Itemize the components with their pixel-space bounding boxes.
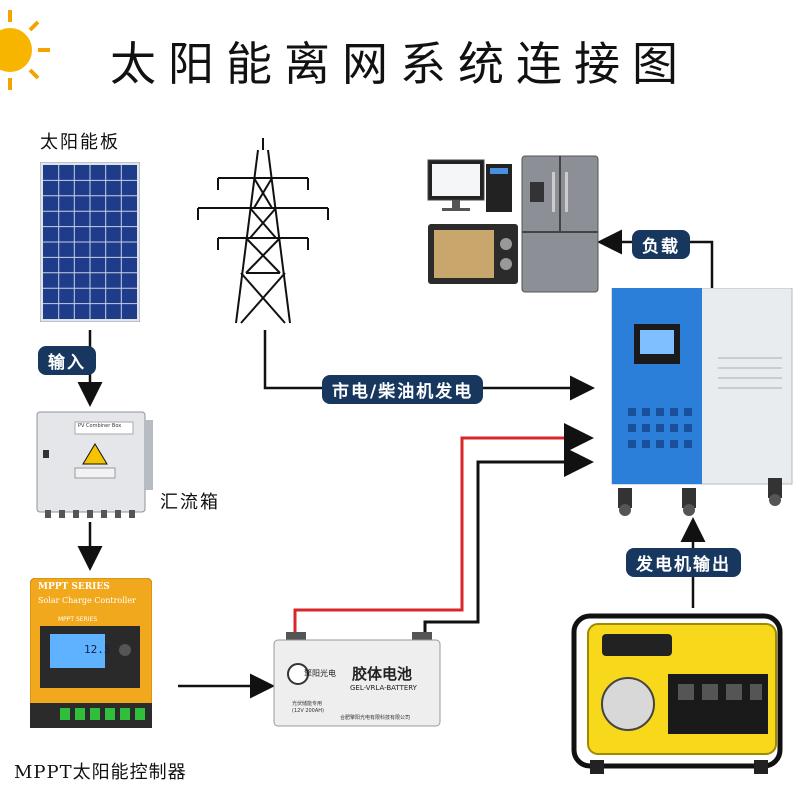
controller-display: 12.5	[84, 643, 111, 656]
battery-type: 胶体电池	[352, 665, 413, 683]
sun-icon	[0, 10, 50, 90]
gel-battery-icon	[273, 632, 441, 727]
grid-diesel-pill: 市电/柴油机发电	[322, 375, 484, 404]
controller-name-text: Solar Charge Controller	[38, 596, 136, 605]
controller-small-text: MPPT SERIES	[58, 616, 98, 623]
battery-spec2: (12V 200AH)	[292, 708, 324, 714]
battery-negative-wire	[423, 447, 594, 640]
mppt-controller-icon	[30, 578, 152, 728]
transmission-tower-icon	[197, 138, 329, 324]
battery-brand: 擎阳光电	[304, 669, 336, 678]
input-pill: 输入	[38, 346, 96, 375]
battery-positive-wire	[293, 423, 594, 640]
battery-spec1: 光伏储能专用	[292, 701, 323, 707]
load-pill: 负载	[632, 230, 690, 259]
battery-sub: GEL-VRLA-BATTERY	[350, 684, 417, 692]
battery-maker: 合肥擎阳光电有限科技有限公司	[340, 715, 411, 721]
combiner-plate-text: PV Combiner Box	[78, 423, 122, 429]
controller-series-text: MPPT SERIES	[38, 582, 110, 592]
generator-output-pill: 发电机输出	[626, 548, 741, 577]
combiner-box-label: 汇流箱	[160, 492, 220, 513]
load-appliances-icon	[427, 155, 599, 293]
solar-panel-label: 太阳能板	[40, 132, 120, 153]
generator-icon	[571, 613, 783, 774]
combiner-box-icon	[36, 411, 153, 518]
inverter-icon	[611, 288, 793, 516]
page-title: 太阳能离网系统连接图	[110, 37, 690, 91]
mppt-controller-label: MPPT太阳能控制器	[14, 762, 187, 783]
solar-panel-icon	[40, 162, 140, 322]
